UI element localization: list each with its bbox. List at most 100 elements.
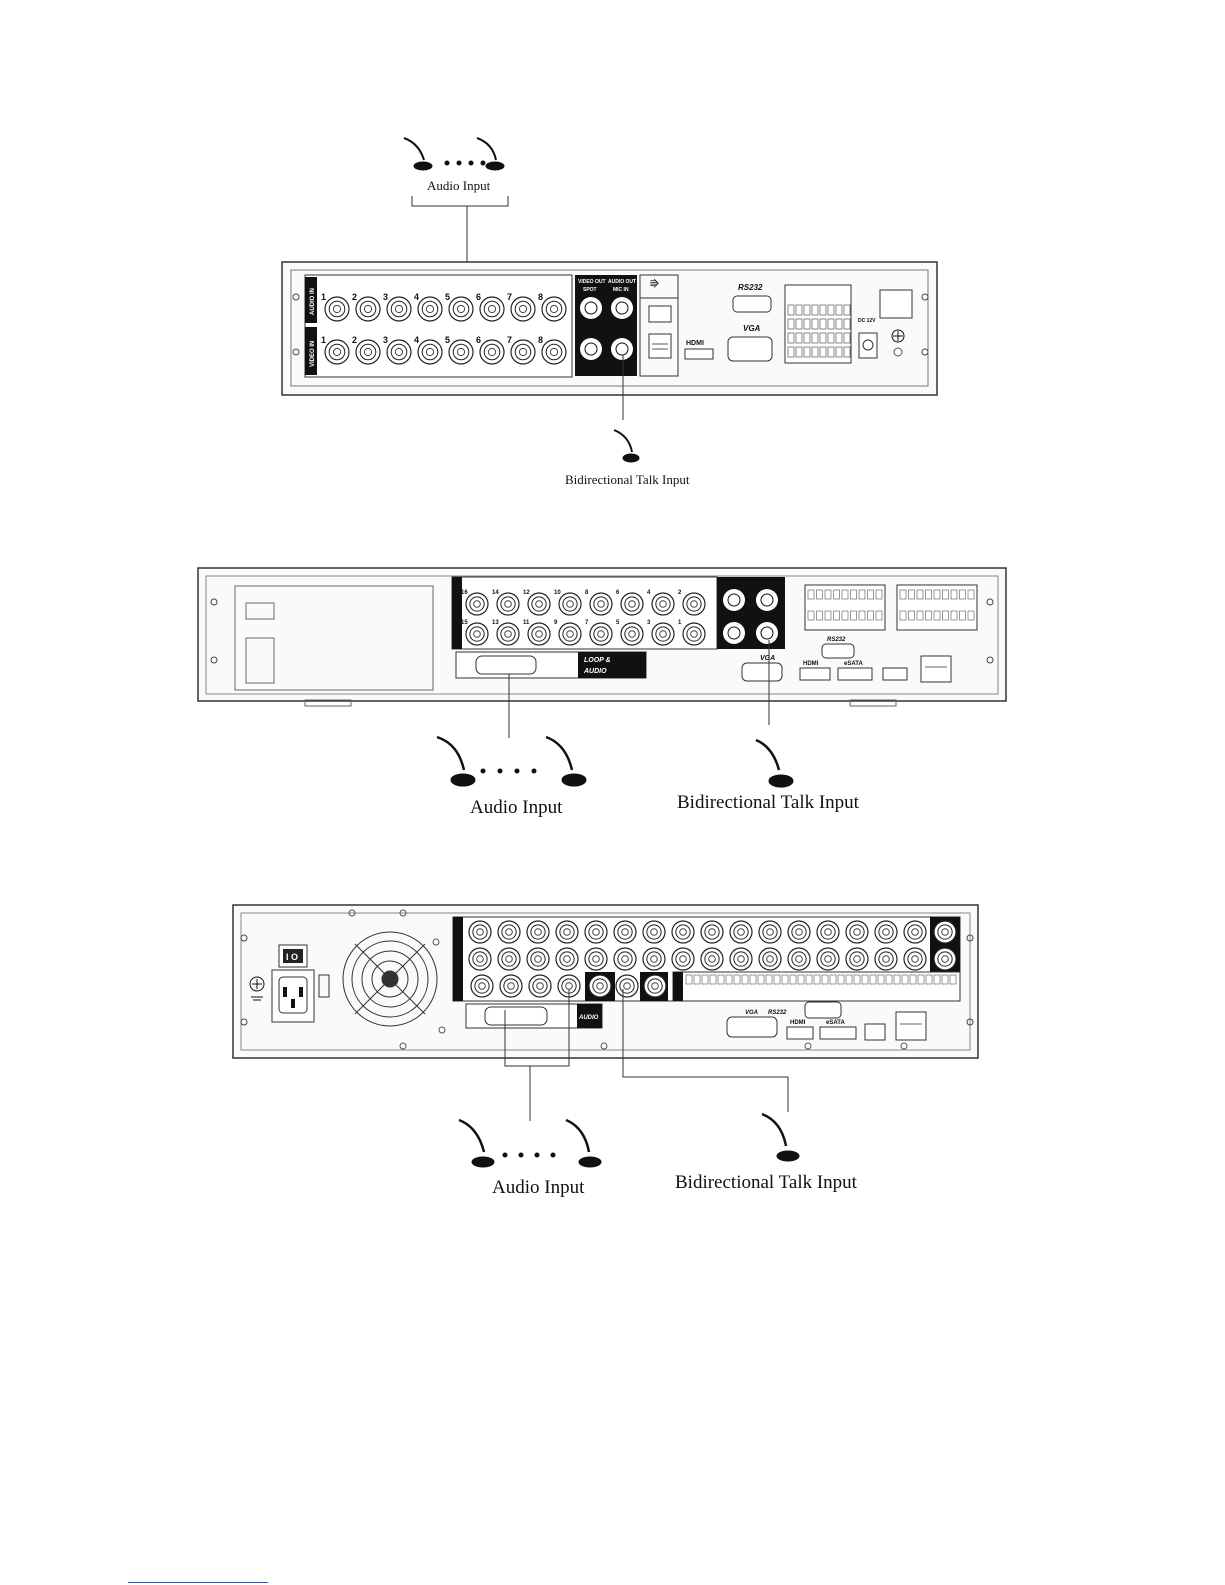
bnc-connector — [555, 947, 579, 971]
usb-network-ports: ⭆ — [639, 274, 679, 377]
bnc-connector — [620, 622, 644, 646]
channel-number: 8 — [585, 590, 589, 596]
svg-text:I O: I O — [286, 952, 298, 962]
rs232-port: RS232 — [768, 1001, 842, 1019]
bnc-connector — [642, 920, 666, 944]
channel-number: 11 — [523, 620, 530, 626]
bnc-connector — [700, 920, 724, 944]
ground-icon — [249, 976, 265, 1001]
svg-text:eSATA: eSATA — [826, 1020, 845, 1026]
ellipsis-dots — [502, 1152, 556, 1158]
bnc-connector — [479, 339, 505, 365]
power-jack: DC 12V — [858, 318, 878, 359]
bnc-connector — [497, 920, 521, 944]
bnc-connector — [497, 947, 521, 971]
channel-number: 1 — [321, 335, 326, 345]
bnc-connector — [417, 339, 443, 365]
db25-audio-port: AUDIO — [465, 1003, 603, 1029]
bnc-connector — [526, 920, 550, 944]
channel-number: 3 — [647, 620, 651, 626]
channel-number: 7 — [507, 292, 512, 302]
svg-text:VGA: VGA — [745, 1010, 758, 1016]
network-port — [920, 655, 952, 683]
bnc-connector — [558, 592, 582, 616]
dvr-rear-panel-diagram-3: I O AUDIO VGA RS232 — [232, 904, 979, 1168]
audio-input-bracket — [504, 989, 570, 1067]
channel-number: 3 — [383, 335, 388, 345]
ac-power-socket — [271, 969, 330, 1023]
bnc-connector — [845, 947, 869, 971]
channel-number: 6 — [476, 292, 481, 302]
bnc-connector — [527, 622, 551, 646]
audio-input-bracket — [411, 196, 509, 207]
bnc-connector — [903, 920, 927, 944]
channel-number: 14 — [492, 590, 499, 596]
bnc-connector — [615, 974, 639, 998]
audio-input-label: Audio Input — [427, 178, 491, 193]
output-block: VIDEO OUT AUDIO OUT SPOT MIC IN — [575, 275, 637, 376]
audio-input-label: Audio Input — [470, 797, 563, 818]
db25-loop-audio-port: LOOP & AUDIO — [455, 651, 647, 679]
bnc-connector — [528, 974, 552, 998]
rs232-port: RS232 — [821, 637, 855, 659]
channel-number: 7 — [507, 335, 512, 345]
esata-port: eSATA — [819, 1020, 857, 1040]
channel-number: 2 — [678, 590, 682, 596]
channel-number: 12 — [523, 590, 530, 596]
footer-link-underline — [128, 1582, 268, 1583]
hdmi-port: HDMI — [799, 661, 831, 681]
bnc-connector — [541, 339, 567, 365]
bnc-connector — [729, 947, 753, 971]
ellipsis-dots — [444, 160, 486, 166]
microphone-icon — [436, 735, 476, 787]
bnc-connector — [496, 622, 520, 646]
svg-text:MIC IN: MIC IN — [613, 287, 629, 293]
bnc-connector — [448, 296, 474, 322]
bnc-connector — [510, 339, 536, 365]
svg-text:HDMI: HDMI — [803, 661, 819, 667]
talk-input-label: Bidirectional Talk Input — [675, 1172, 857, 1193]
bnc-connector — [470, 974, 494, 998]
svg-text:SPOT: SPOT — [583, 287, 597, 293]
bnc-connector — [682, 622, 706, 646]
esata-port: eSATA — [837, 661, 873, 681]
bnc-connector — [613, 947, 637, 971]
channel-number: 15 — [461, 620, 468, 626]
svg-text:HDMI: HDMI — [790, 1020, 806, 1026]
svg-text:RS232: RS232 — [768, 1010, 787, 1016]
channel-number: 2 — [352, 292, 357, 302]
rs232-port: RS232 — [732, 283, 772, 313]
bnc-connector — [355, 296, 381, 322]
bnc-connector — [417, 296, 443, 322]
bnc-connector — [682, 592, 706, 616]
bnc-connector — [787, 920, 811, 944]
bnc-connector — [468, 920, 492, 944]
alarm-terminal-block — [685, 974, 957, 985]
bnc-connector — [787, 947, 811, 971]
bnc-connector — [479, 296, 505, 322]
microphone-icon — [403, 137, 433, 171]
bnc-connector — [527, 592, 551, 616]
bnc-connector — [499, 974, 523, 998]
power-switch: I O — [278, 944, 308, 968]
bnc-connector-group — [468, 920, 957, 998]
bnc-connector — [324, 296, 350, 322]
channel-number: 13 — [492, 620, 499, 626]
svg-text:AUDIO: AUDIO — [583, 668, 607, 675]
output-block — [717, 577, 785, 649]
bnc-connector — [874, 947, 898, 971]
channel-number: 9 — [554, 620, 558, 626]
microphone-icon — [755, 738, 794, 788]
bnc-connector — [613, 920, 637, 944]
bnc-connector — [386, 339, 412, 365]
channel-number: 5 — [445, 292, 450, 302]
svg-text:RS232: RS232 — [738, 283, 763, 292]
audio-input-label: Audio Input — [492, 1177, 585, 1198]
svg-text:VGA: VGA — [760, 655, 775, 662]
channel-number: 6 — [616, 590, 620, 596]
usb-port — [864, 1023, 886, 1041]
bnc-connector — [589, 592, 613, 616]
bnc-connector — [496, 592, 520, 616]
